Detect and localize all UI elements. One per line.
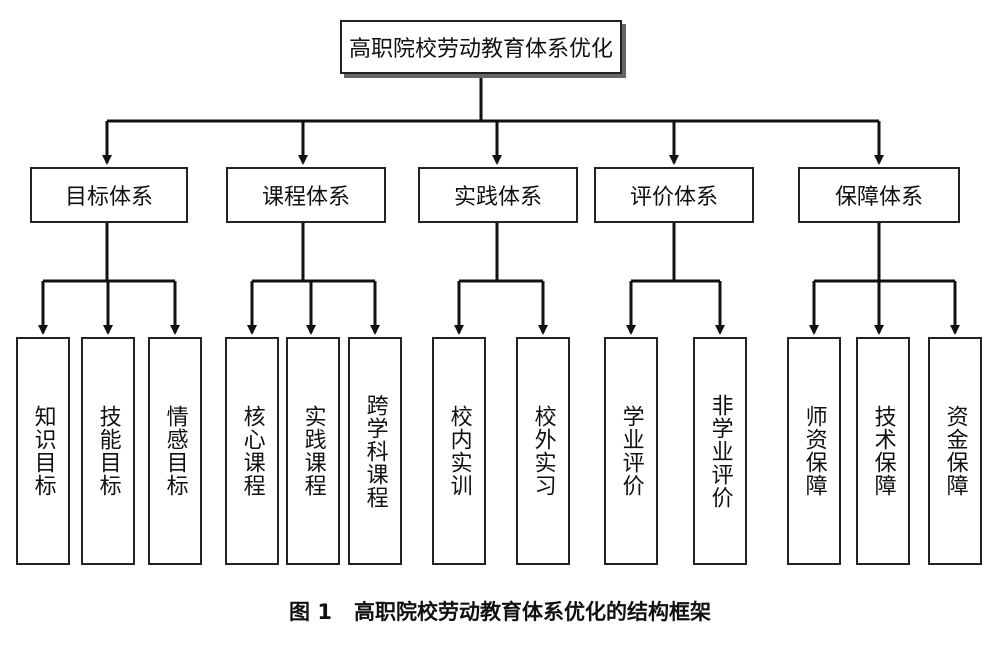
leaf-technical-support: 技术保障 <box>856 337 910 565</box>
leaf-academic-evaluation: 学业评价 <box>604 337 658 565</box>
leaf-label: 校内实训 <box>446 405 472 497</box>
category-evaluation-system: 评价体系 <box>594 167 754 223</box>
leaf-label: 校外实习 <box>530 405 556 497</box>
category-support-system: 保障体系 <box>798 167 960 223</box>
leaf-label: 非学业评价 <box>707 393 733 509</box>
leaf-label: 技能目标 <box>95 405 121 497</box>
leaf-label: 跨学科课程 <box>362 393 388 509</box>
leaf-emotion-goal: 情感目标 <box>148 337 202 565</box>
leaf-offcampus-internship: 校外实习 <box>516 337 570 565</box>
leaf-core-course: 核心课程 <box>225 337 279 565</box>
leaf-campus-training: 校内实训 <box>432 337 486 565</box>
leaf-teacher-support: 师资保障 <box>787 337 841 565</box>
category-label: 课程体系 <box>261 185 350 210</box>
leaf-knowledge-goal: 知识目标 <box>16 337 70 565</box>
leaf-skill-goal: 技能目标 <box>81 337 135 565</box>
leaf-nonacademic-evaluation: 非学业评价 <box>693 337 747 565</box>
root-node: 高职院校劳动教育体系优化 <box>340 20 622 74</box>
category-practice-system: 实践体系 <box>418 167 578 223</box>
leaf-label: 技术保障 <box>870 405 896 497</box>
category-goal-system: 目标体系 <box>30 167 188 223</box>
category-label: 保障体系 <box>834 185 923 210</box>
figure-title: 高职院校劳动教育体系优化的结构框架 <box>353 600 711 624</box>
leaf-label: 实践课程 <box>300 405 326 497</box>
figure-number: 图 1 <box>289 600 332 624</box>
root-label: 高职院校劳动教育体系优化 <box>348 37 613 62</box>
figure-caption: 图 1 高职院校劳动教育体系优化的结构框架 <box>0 596 1000 626</box>
leaf-funding-support: 资金保障 <box>928 337 982 565</box>
category-curriculum-system: 课程体系 <box>226 167 386 223</box>
category-label: 目标体系 <box>64 185 153 210</box>
category-label: 评价体系 <box>629 185 718 210</box>
leaf-label: 资金保障 <box>942 405 968 497</box>
category-label: 实践体系 <box>453 185 542 210</box>
leaf-label: 情感目标 <box>162 405 188 497</box>
leaf-label: 核心课程 <box>239 405 265 497</box>
leaf-label: 学业评价 <box>618 405 644 497</box>
leaf-practice-course: 实践课程 <box>286 337 340 565</box>
leaf-interdisciplinary-course: 跨学科课程 <box>348 337 402 565</box>
leaf-label: 知识目标 <box>30 405 56 497</box>
leaf-label: 师资保障 <box>801 405 827 497</box>
